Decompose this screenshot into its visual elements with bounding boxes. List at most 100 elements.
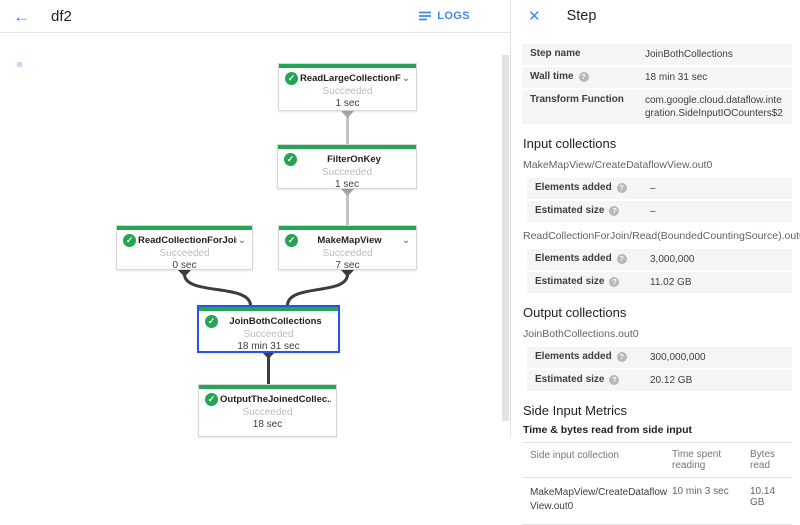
node-title: FilterOnKey xyxy=(327,154,381,165)
row-value: 300,000,000 xyxy=(650,352,706,363)
collection-name: ReadCollectionForJoin/Read(BoundedCounti… xyxy=(523,230,800,242)
graph-node-filteronkey[interactable]: ✓ FilterOnKey Succeeded 1 sec xyxy=(277,144,417,190)
step-summary-table: Step name JoinBothCollections Wall time?… xyxy=(522,44,792,124)
column-header: Time spent reading xyxy=(672,449,722,471)
side-input-collection: MakeMapView/CreateDataflow View.out0 xyxy=(530,487,668,512)
edge-readcollection-joinboth xyxy=(182,272,253,308)
row-label-text: Estimated size xyxy=(535,276,605,287)
help-icon[interactable]: ? xyxy=(609,205,620,216)
back-arrow-icon[interactable]: ← xyxy=(13,6,30,26)
help-icon[interactable]: ? xyxy=(616,182,627,193)
graph-node-outputthejoined[interactable]: ✓ OutputTheJoinedCollec... Succeeded 18 … xyxy=(198,384,337,437)
row-label-text: Estimated size xyxy=(535,374,605,385)
output-port-icon xyxy=(178,270,191,277)
output-port-icon xyxy=(341,189,354,196)
row-label-text: Step name xyxy=(530,48,581,59)
row-label: Elements added? xyxy=(535,253,650,264)
row-label-text: Elements added xyxy=(535,182,612,193)
job-title: df2 xyxy=(51,7,72,25)
graph-node-readlargecollection[interactable]: ✓ ReadLargeCollectionFr... ⌄ Succeeded 1… xyxy=(278,63,417,111)
side-input-subheading: Time & bytes read from side input xyxy=(523,424,693,436)
node-status-bar xyxy=(199,307,338,311)
row-label: Estimated size? xyxy=(535,205,650,216)
row-label: Step name xyxy=(530,48,645,59)
node-status: Succeeded xyxy=(159,248,210,259)
table-row: Elements added? 300,000,000 xyxy=(527,347,792,368)
edge-layer xyxy=(178,111,354,384)
node-title: MakeMapView xyxy=(317,235,382,246)
job-graph-canvas: ✓ ReadLargeCollectionFr... ⌄ Succeeded 1… xyxy=(0,33,510,437)
row-value: 3,000,000 xyxy=(650,254,695,265)
section-heading-output-collections: Output collections xyxy=(523,305,627,320)
row-value: 11.02 GB xyxy=(650,277,692,288)
node-time: 0 sec xyxy=(172,260,197,271)
table-row: MakeMapView/CreateDataflow View.out0 10 … xyxy=(522,478,792,525)
success-check-icon: ✓ xyxy=(205,315,218,328)
graph-node-makemapview[interactable]: ✓ MakeMapView ⌄ Succeeded 7 sec xyxy=(278,225,417,271)
node-status-bar xyxy=(279,64,416,68)
panel-scrollbar[interactable] xyxy=(502,55,509,421)
help-icon[interactable]: ? xyxy=(609,276,620,287)
column-header: Bytes read xyxy=(750,449,776,471)
side-input-time: 10 min 3 sec xyxy=(672,486,729,497)
side-input-table: Side input collection Time spent reading… xyxy=(522,442,792,525)
logs-button[interactable]: LOGS xyxy=(418,0,470,32)
graph-node-readcollectionforjoin[interactable]: ✓ ReadCollectionForJoin ⌄ Succeeded 0 se… xyxy=(116,225,253,271)
help-icon[interactable]: ? xyxy=(616,253,627,264)
output-port-icon xyxy=(262,352,275,359)
table-row: Estimated size? 20.12 GB xyxy=(527,370,792,391)
collection-name: JoinBothCollections.out0 xyxy=(523,328,639,340)
graph-node-joinbothcollections[interactable]: ✓ JoinBothCollections Succeeded 18 min 3… xyxy=(197,305,340,353)
node-status: Succeeded xyxy=(322,86,373,97)
node-status: Succeeded xyxy=(322,248,373,259)
node-status-bar xyxy=(279,226,416,230)
row-label: Elements added? xyxy=(535,351,650,362)
success-check-icon: ✓ xyxy=(285,72,298,85)
node-status: Succeeded xyxy=(242,407,293,418)
chevron-down-icon[interactable]: ⌄ xyxy=(237,234,247,246)
node-time: 18 min 31 sec xyxy=(237,341,300,352)
section-heading-side-input-metrics: Side Input Metrics xyxy=(523,403,628,418)
node-title: ReadLargeCollectionFr... xyxy=(300,73,401,84)
node-time: 1 sec xyxy=(335,98,360,109)
column-header: Side input collection xyxy=(530,450,619,461)
chevron-down-icon[interactable]: ⌄ xyxy=(401,234,411,246)
table-row: Transform Function com.google.cloud.data… xyxy=(522,90,792,124)
table-row: Estimated size? – xyxy=(527,201,792,222)
help-icon[interactable]: ? xyxy=(616,351,627,362)
collection-metrics-table: Elements added? 3,000,000 Estimated size… xyxy=(527,249,792,293)
chevron-down-icon[interactable]: ⌄ xyxy=(401,72,411,84)
section-heading-input-collections: Input collections xyxy=(523,136,617,151)
output-port-icon xyxy=(341,111,354,118)
help-icon[interactable]: ? xyxy=(609,374,620,385)
table-row: Step name JoinBothCollections xyxy=(522,44,792,65)
row-value: – xyxy=(650,183,656,194)
panel-header: ✕ Step xyxy=(511,0,800,32)
row-value: 20.12 GB xyxy=(650,375,693,386)
node-time: 18 sec xyxy=(252,419,283,430)
row-label-text: Estimated size xyxy=(535,205,605,216)
help-icon[interactable]: ? xyxy=(578,71,589,82)
output-port-icon xyxy=(341,270,354,277)
table-row: Wall time? 18 min 31 sec xyxy=(522,67,792,88)
success-check-icon: ✓ xyxy=(284,153,297,166)
row-label: Elements added? xyxy=(535,182,650,193)
row-label-text: Wall time xyxy=(530,71,574,82)
collection-metrics-table: Elements added? 300,000,000 Estimated si… xyxy=(527,347,792,391)
row-label: Estimated size? xyxy=(535,374,650,385)
row-value: JoinBothCollections xyxy=(645,49,733,60)
collection-metrics-table: Elements added? – Estimated size? – xyxy=(527,178,792,222)
table-row: Elements added? – xyxy=(527,178,792,199)
panel-body: Step name JoinBothCollections Wall time?… xyxy=(511,32,800,525)
table-row: Estimated size? 11.02 GB xyxy=(527,272,792,293)
row-label: Estimated size? xyxy=(535,276,650,287)
close-icon[interactable]: ✕ xyxy=(528,7,541,25)
app-header: ← df2 LOGS xyxy=(0,0,510,33)
row-label-text: Elements added xyxy=(535,253,612,264)
node-status-bar xyxy=(117,226,252,230)
row-value: com.google.cloud.dataflow.integration.Si… xyxy=(645,95,783,119)
row-label: Wall time? xyxy=(530,71,645,82)
node-title: JoinBothCollections xyxy=(229,316,322,327)
node-time: 7 sec xyxy=(335,260,360,271)
success-check-icon: ✓ xyxy=(205,393,218,406)
